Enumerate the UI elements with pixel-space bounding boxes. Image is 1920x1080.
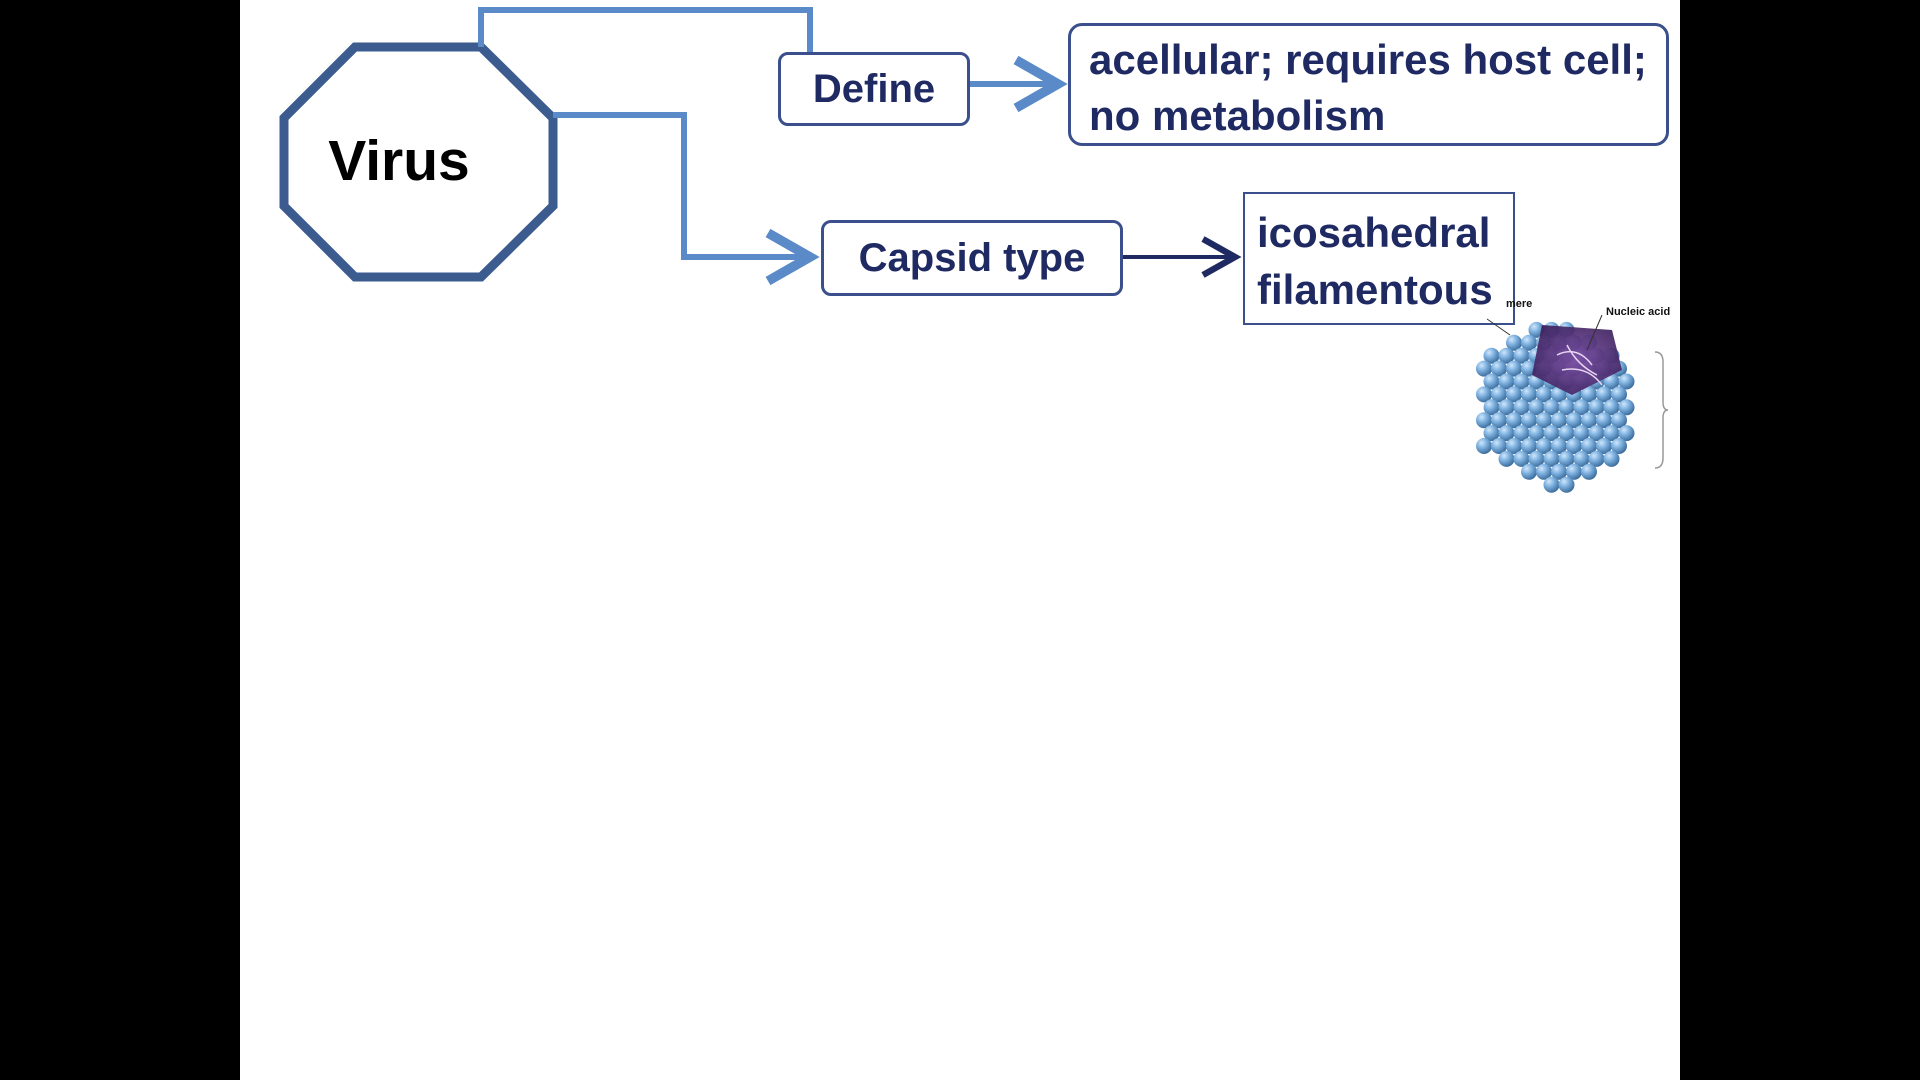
capsomere (1596, 386, 1612, 403)
capsomere (1543, 425, 1560, 442)
capsomere (1543, 476, 1560, 493)
define-label: Define (812, 66, 936, 111)
capsomere (1506, 386, 1522, 403)
capsomere (1558, 425, 1575, 442)
capsomere (1558, 476, 1575, 493)
definition-line-1: acellular; requires host cell; (1089, 36, 1647, 83)
capsomere (1476, 386, 1492, 403)
capsomere (1491, 438, 1507, 454)
capsomere (1543, 450, 1560, 467)
connectors (279, 7, 1242, 286)
capsomere (1513, 399, 1530, 416)
capsomere (1506, 360, 1522, 377)
capsomere (1498, 450, 1515, 467)
capsomere (1491, 386, 1507, 403)
capsomere (1521, 412, 1537, 429)
capsomere (1536, 412, 1552, 429)
define-box: Define (778, 52, 970, 126)
capsomere (1521, 438, 1537, 454)
capsomere (1483, 425, 1500, 442)
capsomere (1603, 399, 1620, 416)
capsomere (1491, 412, 1507, 429)
capsomere (1558, 399, 1575, 416)
capsomere (1551, 412, 1567, 429)
virus-label: Virus (328, 129, 470, 193)
capsomere (1528, 425, 1545, 442)
connector-virus-capsid (553, 112, 820, 286)
capsomere (1558, 450, 1575, 467)
capsid-figure-label-1: mere (1506, 298, 1533, 310)
capsomere (1483, 373, 1500, 390)
capsid-type-box: Capsid type (821, 220, 1123, 296)
capsid-value-2: filamentous (1257, 266, 1493, 313)
capsomere (1611, 438, 1627, 454)
capsomere (1498, 399, 1515, 416)
capsomere (1596, 438, 1612, 454)
capsomere (1521, 334, 1537, 351)
capsomere (1566, 463, 1582, 480)
capsomere (1513, 425, 1530, 442)
capsomere (1588, 399, 1605, 416)
slide: Virus Define acellular; requires host ce… (240, 0, 1680, 1080)
icosahedral-capsid-image: mere Nucleic acid (1462, 295, 1672, 520)
capsomere (1476, 412, 1492, 429)
capsomere (1603, 425, 1620, 442)
capsomere (1618, 425, 1635, 442)
capsomere (1536, 438, 1552, 454)
capsomere (1476, 360, 1492, 377)
capsomere (1543, 399, 1560, 416)
capsomere (1506, 412, 1522, 429)
capsomere (1483, 347, 1500, 364)
capsid-values-box: icosahedral filamentous (1243, 192, 1515, 325)
capsomere (1618, 399, 1635, 416)
capsomere (1506, 334, 1522, 351)
capsid-figure-label-2: Nucleic acid (1606, 306, 1671, 318)
capsomere (1513, 373, 1530, 390)
capsomere (1498, 347, 1515, 364)
capsomere (1581, 438, 1597, 454)
capsomere (1566, 412, 1582, 429)
capsomere (1536, 463, 1552, 480)
capsomere (1506, 438, 1522, 454)
capsomere (1596, 412, 1612, 429)
capsomere (1581, 463, 1597, 480)
capsomere (1491, 360, 1507, 377)
capsid-type-label: Capsid type (858, 235, 1086, 280)
capsomere (1573, 425, 1590, 442)
capsomere (1611, 412, 1627, 429)
capsomere (1521, 463, 1537, 480)
capsomere (1528, 399, 1545, 416)
connector-virus-define (478, 7, 813, 52)
virus-octagon (279, 42, 558, 282)
capsomere (1573, 450, 1590, 467)
capsomere (1498, 425, 1515, 442)
capsomere (1498, 373, 1515, 390)
capsid-illustration (1476, 314, 1669, 493)
capsomere (1581, 412, 1597, 429)
capsomere (1513, 347, 1530, 364)
capsomere (1603, 450, 1620, 467)
capsomere (1513, 450, 1530, 467)
capsomere (1528, 450, 1545, 467)
capsomere (1588, 425, 1605, 442)
capsomere (1521, 386, 1537, 403)
definition-line-2: no metabolism (1089, 92, 1386, 139)
definition-box: acellular; requires host cell; no metabo… (1068, 23, 1669, 146)
capsid-value-1: icosahedral (1257, 209, 1491, 256)
capsomere (1588, 450, 1605, 467)
capsomere (1603, 373, 1620, 390)
capsomere (1573, 399, 1590, 416)
capsomere (1476, 438, 1492, 454)
capsomere (1551, 438, 1567, 454)
capsomere (1566, 438, 1582, 454)
capsomere (1611, 386, 1627, 403)
capsomere (1551, 463, 1567, 480)
capsomere (1618, 373, 1635, 390)
capsomere (1536, 386, 1552, 403)
capsomere (1483, 399, 1500, 416)
capsomere (1581, 386, 1597, 403)
